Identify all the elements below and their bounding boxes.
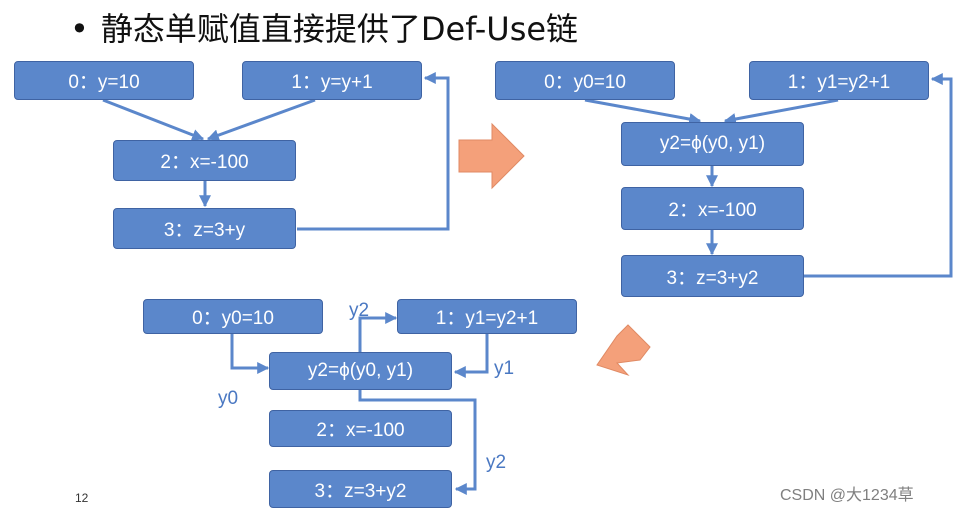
diagram3-node-1: 1：y1=y2+1 <box>397 299 577 334</box>
edge-phi-to-1 <box>358 312 398 352</box>
diagram1-edges <box>102 72 450 231</box>
edge-0-to-phi <box>230 334 270 374</box>
edge-label-y0: y0 <box>218 388 239 409</box>
bullet-icon: • <box>70 10 89 48</box>
diagram1-node-3: 3：z=3+y <box>113 208 296 249</box>
edge-1-to-phi <box>453 334 489 378</box>
diagram3-node-phi: y2=ϕ(y0, y1) <box>269 352 452 390</box>
diagram2-node-2: 2：x=-100 <box>621 187 804 230</box>
page-number: 12 <box>75 491 89 505</box>
diagram2-node-phi: y2=ϕ(y0, y1) <box>621 122 804 166</box>
down-left-arrow-icon <box>596 324 651 377</box>
diagram3-node-3: 3：z=3+y2 <box>269 470 452 508</box>
diagram1-node-1: 1：y=y+1 <box>242 61 422 100</box>
edge-1-to-phi <box>723 98 839 125</box>
edge-1-to-2 <box>206 98 316 141</box>
diagram3-node-0: 0：y0=10 <box>143 299 323 334</box>
right-arrow-icon <box>458 122 525 190</box>
edge-label-y2-top: y2 <box>349 300 370 321</box>
diagram3-node-2: 2：x=-100 <box>269 410 452 447</box>
diagram2-edges <box>584 73 953 278</box>
diagram1-node-2: 2：x=-100 <box>113 140 296 181</box>
edge-0-to-phi <box>584 98 702 125</box>
slide-title: • 静态单赋值直接提供了Def-Use链 <box>70 4 578 50</box>
title-text: 静态单赋值直接提供了Def-Use链 <box>100 10 579 48</box>
diagram1-node-0: 0：y=10 <box>14 61 194 100</box>
edge-label-y2-bottom: y2 <box>486 452 507 473</box>
diagram3-edges <box>230 312 489 495</box>
edge-3-to-1-back <box>297 72 450 231</box>
edge-phi-to-3 <box>358 390 477 495</box>
edge-label-y1: y1 <box>494 358 515 379</box>
edge-0-to-2 <box>102 98 205 141</box>
diagram2-node-3: 3：z=3+y2 <box>621 255 804 297</box>
watermark: CSDN @大1234草 <box>780 487 914 504</box>
edge-3-to-1-back <box>804 73 953 278</box>
diagram2-node-0: 0：y0=10 <box>495 61 675 100</box>
diagram2-node-1: 1：y1=y2+1 <box>749 61 929 100</box>
